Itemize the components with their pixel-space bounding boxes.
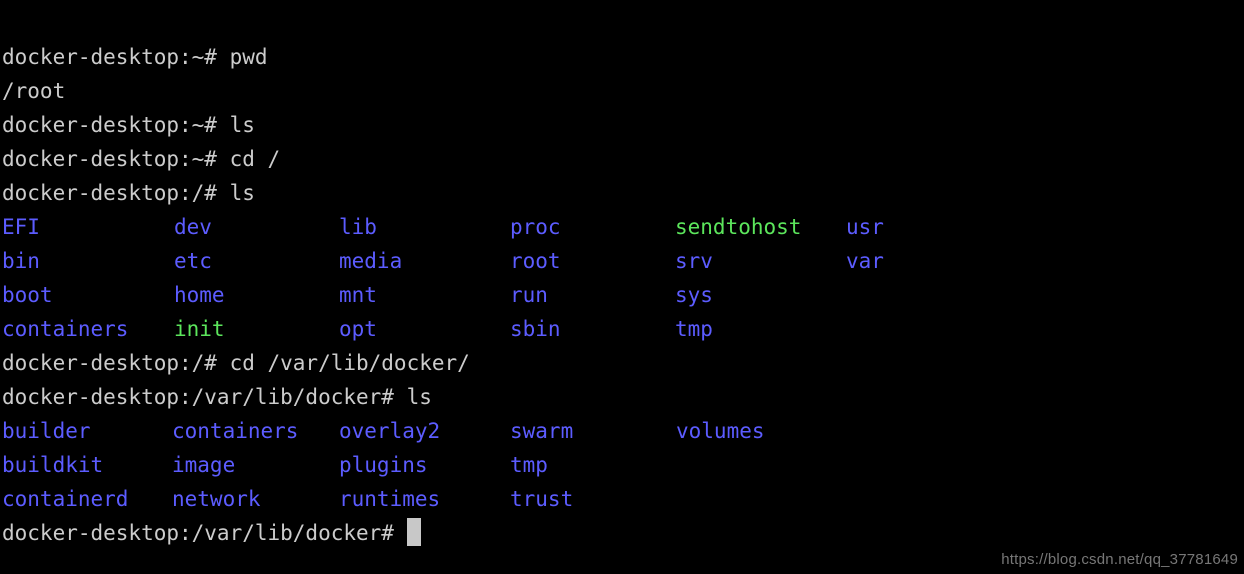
file-entry: runtimes [339, 487, 441, 511]
text-cursor [406, 518, 421, 546]
terminal-line-cd-root-command: docker-desktop:~# cd / [2, 147, 281, 171]
ls-root-row: bin etc media root srv var [2, 244, 1242, 278]
file-entry: volumes [676, 419, 765, 443]
ls-root-row: boot home mnt run sys [2, 278, 1242, 312]
file-entry: etc [174, 249, 212, 273]
file-entry: run [510, 283, 548, 307]
watermark-url: https://blog.csdn.net/qq_37781649 [1001, 551, 1238, 568]
file-entry: network [172, 487, 261, 511]
file-entry: bin [2, 249, 40, 273]
file-entry: image [172, 453, 236, 477]
file-entry: sendtohost [675, 215, 802, 239]
prompt-string: docker-desktop:/var/lib/docker# [2, 521, 407, 545]
file-entry: plugins [339, 453, 428, 477]
ls-root-row: containers init opt sbin tmp [2, 312, 1242, 346]
terminal-line-ls-home-command: docker-desktop:~# ls [2, 113, 255, 137]
terminal-screen[interactable]: docker-desktop:~# pwd /root docker-deskt… [2, 40, 1242, 550]
file-entry: containers [2, 317, 129, 341]
file-entry: usr [846, 215, 884, 239]
file-entry: buildkit [2, 453, 104, 477]
ls-docker-row: builder containers overlay2 swarm volumes [2, 414, 1242, 448]
file-entry: builder [2, 419, 91, 443]
ls-root-row: EFI dev lib proc sendtohost usr [2, 210, 1242, 244]
file-entry: sbin [510, 317, 561, 341]
file-entry: dev [174, 215, 212, 239]
ls-docker-row: buildkit image plugins tmp [2, 448, 1242, 482]
terminal-line-ls-root-command: docker-desktop:/# ls [2, 181, 255, 205]
file-entry: var [846, 249, 884, 273]
file-entry: lib [339, 215, 377, 239]
file-entry: tmp [675, 317, 713, 341]
ls-root-output: EFI dev lib proc sendtohost usr bin etc media roo… [2, 210, 1242, 346]
ls-docker-row: containerd network runtimes trust [2, 482, 1242, 516]
terminal-line-pwd-command: docker-desktop:~# pwd [2, 45, 268, 69]
file-entry: tmp [510, 453, 548, 477]
file-entry: proc [510, 215, 561, 239]
file-entry: init [174, 317, 225, 341]
terminal-line-cd-docker-command: docker-desktop:/# cd /var/lib/docker/ [2, 351, 470, 375]
file-entry: EFI [2, 215, 40, 239]
file-entry: opt [339, 317, 377, 341]
file-entry: swarm [510, 419, 574, 443]
file-entry: mnt [339, 283, 377, 307]
terminal-line-pwd-output: /root [2, 79, 66, 103]
file-entry: srv [675, 249, 713, 273]
file-entry: containers [172, 419, 299, 443]
file-entry: boot [2, 283, 53, 307]
file-entry: overlay2 [339, 419, 441, 443]
file-entry: trust [510, 487, 574, 511]
file-entry: containerd [2, 487, 129, 511]
terminal-line-active-prompt[interactable]: docker-desktop:/var/lib/docker# [2, 516, 1242, 550]
file-entry: media [339, 249, 403, 273]
file-entry: home [174, 283, 225, 307]
file-entry: root [510, 249, 561, 273]
file-entry: sys [675, 283, 713, 307]
terminal-line-ls-docker-command: docker-desktop:/var/lib/docker# ls [2, 385, 432, 409]
